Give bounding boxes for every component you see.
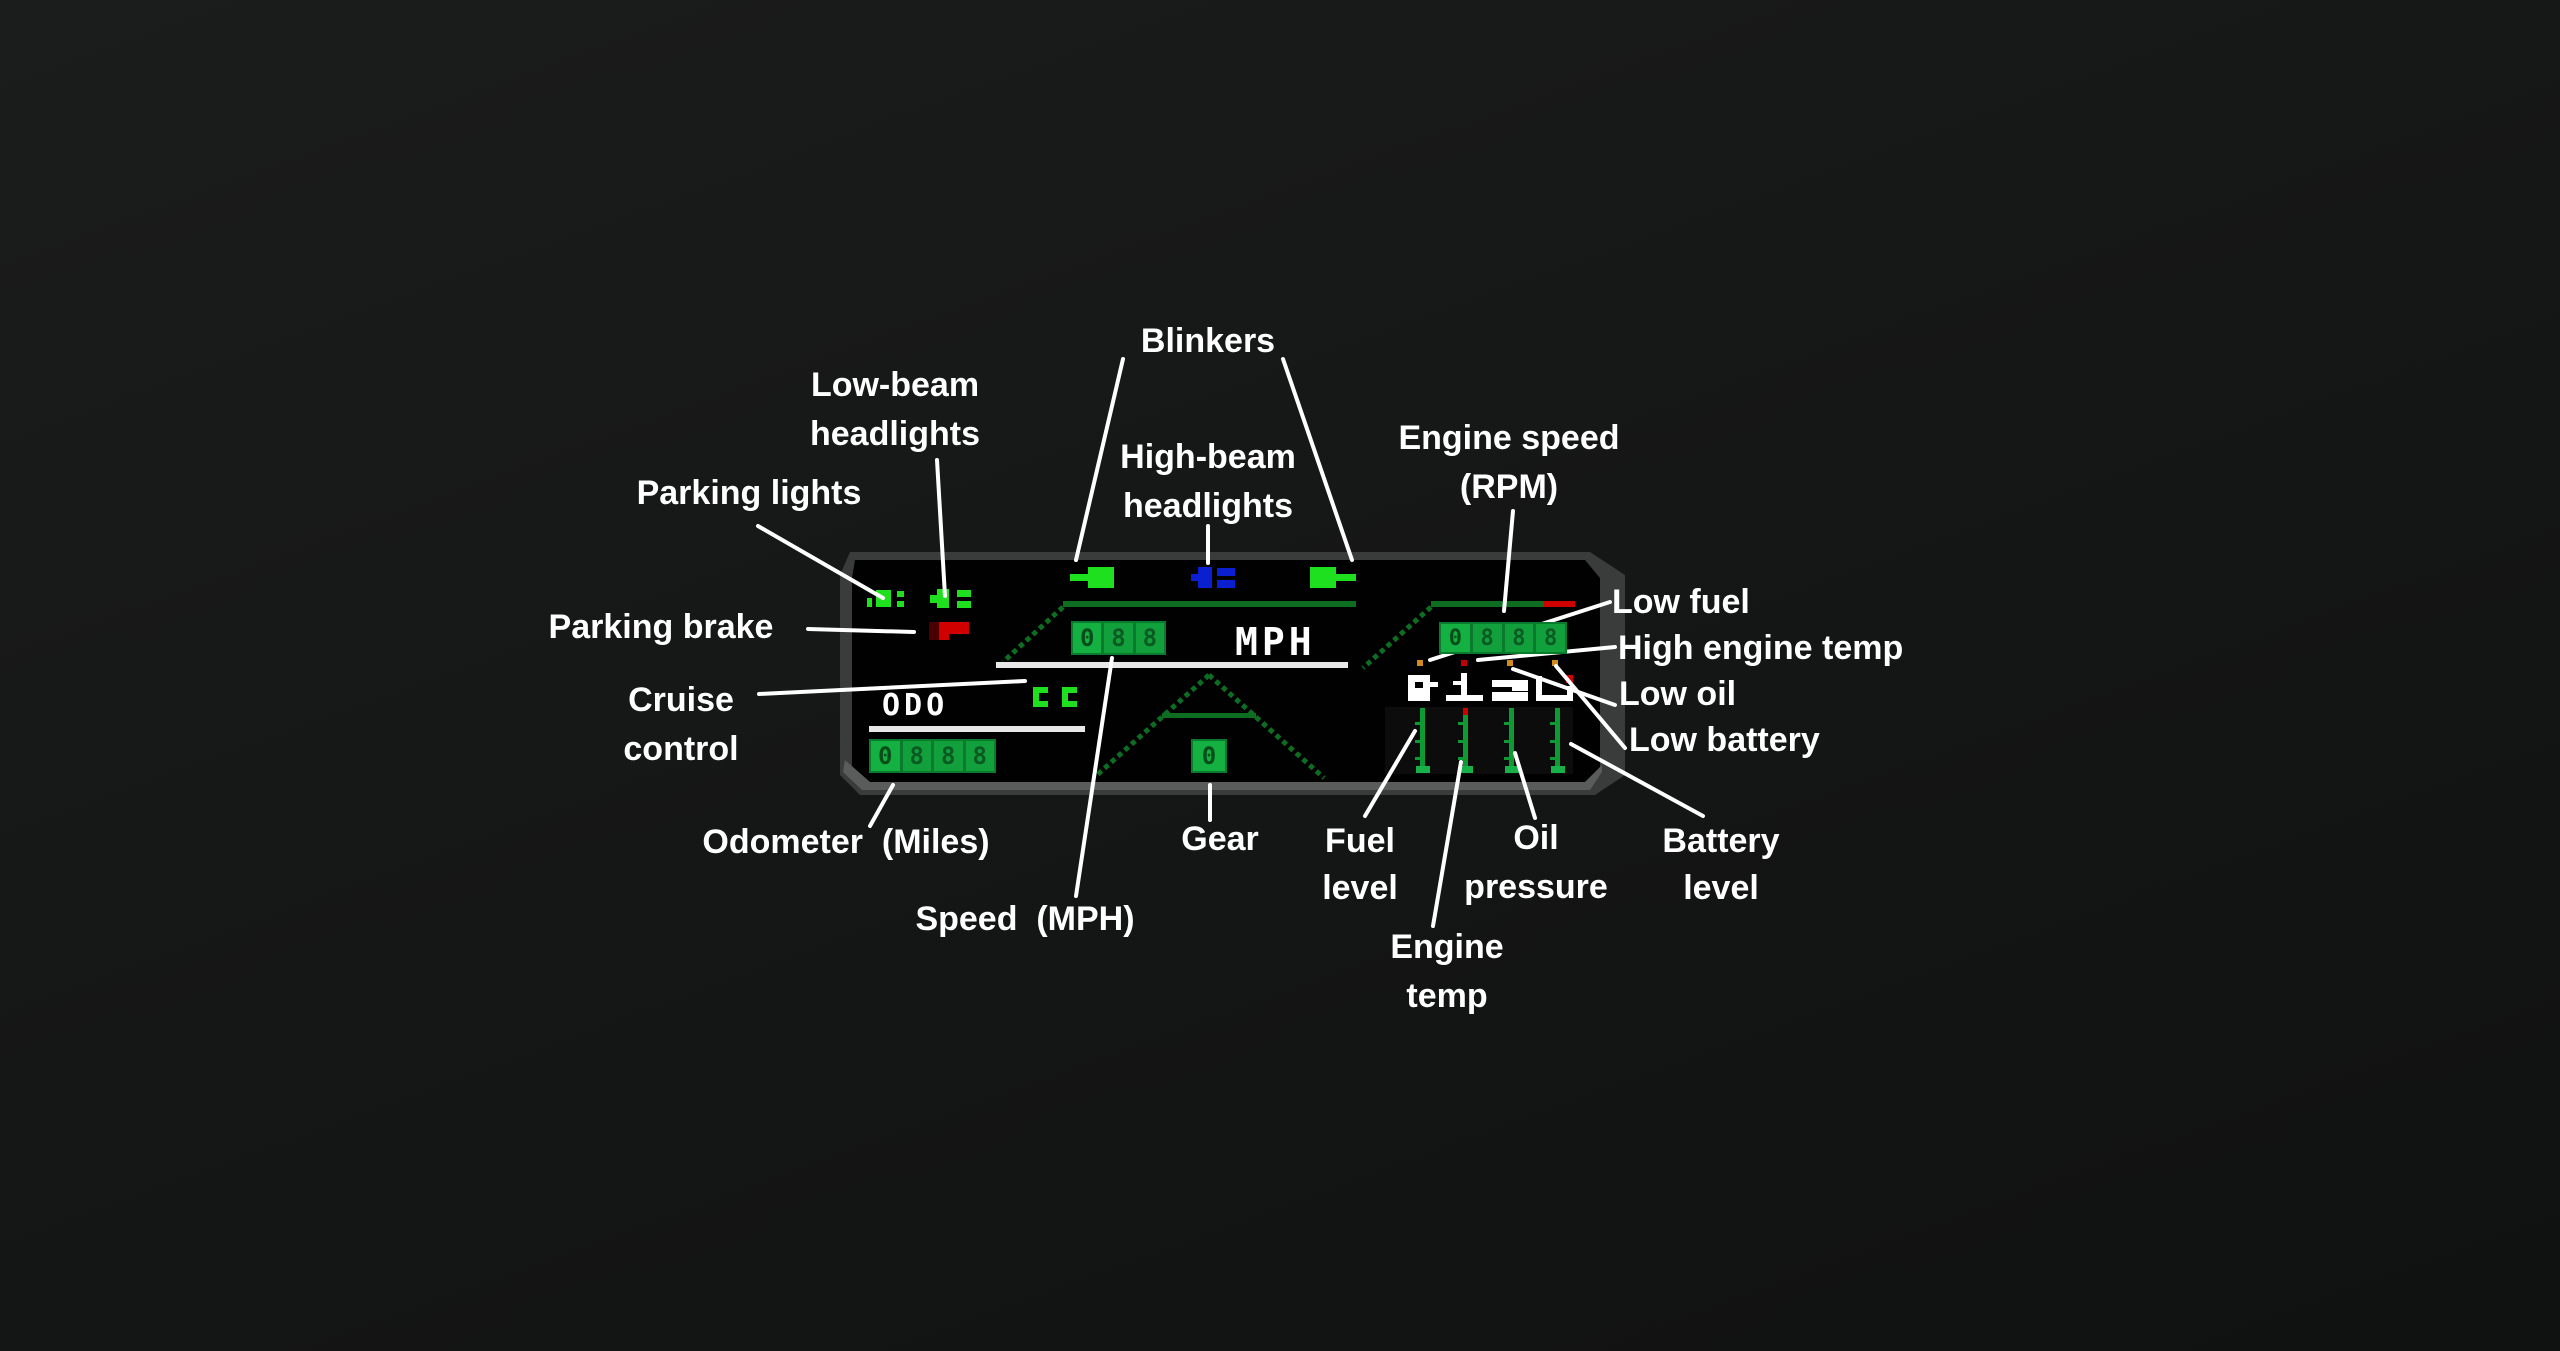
battery-level-gauge [1550, 708, 1565, 773]
label-high-beam-2: headlights [1122, 487, 1294, 525]
speed-diagonal [1001, 605, 1065, 664]
label-engine-speed-1: Engine speed [1398, 419, 1620, 457]
speed-digit: 8 [1104, 623, 1133, 653]
odo-digit: 8 [934, 741, 963, 771]
rpm-redline [1544, 601, 1575, 607]
odo-digit: 8 [902, 741, 931, 771]
gear-display: 0 [1191, 739, 1227, 773]
odo-label: ODO [882, 688, 949, 723]
rpm-digit: 0 [1441, 624, 1470, 652]
odo-underline [869, 726, 1085, 732]
low-oil-icon [1492, 680, 1528, 701]
label-low-oil: Low oil [1619, 675, 1737, 713]
speed-digit: 8 [1135, 623, 1164, 653]
right-blinker-icon [1310, 567, 1356, 588]
speed-top-line [1063, 601, 1356, 607]
high-beam-icon [1191, 567, 1235, 588]
label-parking-brake: Parking brake [548, 608, 774, 646]
cruise-control-icon [1033, 687, 1077, 707]
label-oil-pressure-1: Oil [1513, 819, 1559, 857]
speed-unit: MPH [1235, 620, 1316, 664]
fuel-level-gauge [1415, 708, 1430, 773]
label-blinkers: Blinkers [1140, 322, 1276, 360]
low-fuel-icon [1408, 675, 1438, 701]
odometer-display: 0 8 8 8 [869, 739, 996, 773]
label-battery-level-2: level [1683, 869, 1759, 907]
label-battery-level-1: Battery [1662, 822, 1780, 860]
label-engine-temp-2: temp [1406, 977, 1488, 1015]
gear-triangle [1095, 673, 1326, 780]
speed-underline [996, 662, 1348, 668]
label-speed: Speed (MPH) [915, 900, 1135, 938]
odo-digit: 8 [965, 741, 994, 771]
label-cruise-1: Cruise [628, 681, 734, 719]
rpm-digit: 8 [1472, 624, 1502, 652]
label-oil-pressure-2: pressure [1464, 868, 1608, 906]
label-odometer: Odometer (Miles) [702, 823, 990, 861]
label-high-engine-temp: High engine temp [1618, 629, 1904, 667]
rpm-display: 0 8 8 8 [1439, 622, 1567, 654]
rpm-digit: 8 [1504, 624, 1534, 652]
label-fuel-level-1: Fuel [1325, 822, 1395, 860]
label-low-fuel: Low fuel [1612, 583, 1750, 621]
warning-dots [1417, 660, 1558, 666]
engine-temp-gauge [1458, 708, 1473, 773]
label-gear: Gear [1181, 820, 1259, 858]
label-low-battery: Low battery [1629, 721, 1820, 759]
label-low-beam-2: headlights [809, 415, 981, 453]
label-low-beam-1: Low-beam [810, 366, 980, 404]
gauge-area [1385, 707, 1573, 774]
rpm-diagonal [1361, 605, 1433, 670]
gear-crossbar [1162, 713, 1256, 718]
label-engine-temp-1: Engine [1390, 928, 1504, 966]
left-blinker-icon [1070, 567, 1114, 588]
label-fuel-level-2: level [1322, 869, 1398, 907]
rpm-bar [1431, 601, 1544, 607]
odo-digit: 0 [871, 741, 900, 771]
label-high-beam-1: High-beam [1120, 438, 1296, 476]
label-cruise-2: control [623, 730, 739, 768]
rpm-digit: 8 [1536, 624, 1565, 652]
parking-brake-icon [929, 622, 969, 640]
high-engine-temp-icon [1446, 673, 1483, 701]
gear-digit: 0 [1193, 741, 1225, 771]
label-parking-lights: Parking lights [636, 474, 862, 512]
oil-pressure-gauge [1504, 708, 1519, 773]
speed-digit: 0 [1073, 623, 1102, 653]
label-engine-speed-2: (RPM) [1459, 468, 1559, 506]
speed-display: 0 8 8 [1071, 621, 1166, 655]
